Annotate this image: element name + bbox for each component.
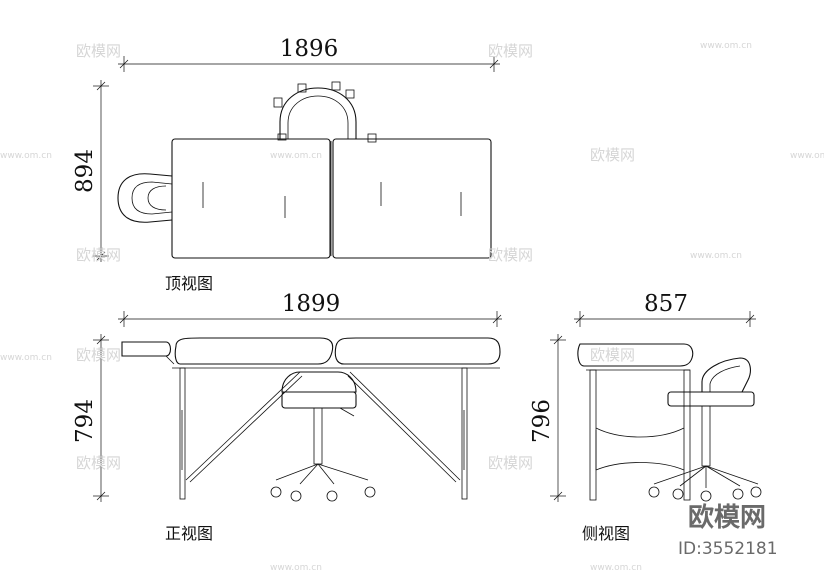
top-view-caption: 顶视图 (165, 274, 213, 293)
side-width-label: 857 (644, 291, 688, 317)
svg-text:www.om.cn: www.om.cn (590, 563, 642, 573)
front-width-label: 1899 (282, 291, 341, 317)
svg-text:欧模网: 欧模网 (488, 42, 533, 60)
front-cushion-left (174, 337, 334, 365)
svg-text:欧模网: 欧模网 (76, 454, 121, 472)
svg-text:www.om.cn: www.om.cn (700, 41, 752, 51)
front-stool (270, 371, 376, 502)
side-height-dimension: 796 (529, 334, 566, 502)
svg-text:欧模网: 欧模网 (76, 246, 121, 264)
brand-watermark: 欧模网 ID:3552181 (678, 502, 778, 559)
brand-id-text: ID:3552181 (678, 539, 778, 559)
side-view-caption: 侧视图 (582, 524, 630, 543)
front-view: 1899 794 (72, 291, 502, 543)
side-width-dimension: 857 (574, 291, 756, 327)
top-depth-label: 894 (72, 149, 98, 193)
svg-text:www.om.cn: www.om.cn (790, 151, 824, 161)
svg-text:欧模网: 欧模网 (590, 146, 635, 164)
front-leg-left (179, 367, 186, 500)
side-height-label: 796 (529, 399, 555, 443)
svg-text:欧模网: 欧模网 (488, 246, 533, 264)
svg-text:欧模网: 欧模网 (76, 42, 121, 60)
top-stool (273, 81, 377, 143)
side-stool (648, 357, 762, 502)
brand-logo-text: 欧模网 (688, 502, 766, 533)
top-view: 1896 894 (72, 36, 500, 293)
svg-text:欧模网: 欧模网 (76, 346, 121, 364)
front-cushion-right (334, 337, 501, 365)
front-height-label: 794 (72, 399, 98, 443)
svg-text:www.om.cn: www.om.cn (270, 563, 322, 573)
side-leg-left (589, 369, 597, 501)
top-face-rest (117, 173, 173, 223)
front-view-caption: 正视图 (165, 524, 213, 543)
svg-text:www.om.cn: www.om.cn (0, 151, 52, 161)
top-width-dimension: 1896 (118, 36, 500, 72)
svg-text:www.om.cn: www.om.cn (690, 251, 742, 261)
svg-text:www.om.cn: www.om.cn (270, 151, 322, 161)
svg-text:欧模网: 欧模网 (488, 454, 533, 472)
side-cushion (577, 343, 694, 367)
svg-text:www.om.cn: www.om.cn (0, 353, 52, 363)
side-leg-right (683, 369, 691, 501)
front-width-dimension: 1899 (118, 291, 502, 327)
faint-watermarks: 欧模网 欧模网 欧模网 欧模网 欧模网 欧模网 欧模网 欧模网 欧模网 www.… (0, 41, 824, 573)
top-width-label: 1896 (280, 36, 339, 62)
front-height-dimension: 794 (72, 334, 109, 502)
top-panel-left (171, 138, 331, 259)
svg-text:欧模网: 欧模网 (590, 346, 635, 364)
front-leg-right (461, 367, 468, 500)
top-panel-right (332, 138, 492, 259)
top-depth-dimension: 894 (72, 80, 109, 262)
front-face-rest (121, 341, 172, 357)
side-view: 857 796 (529, 291, 762, 543)
